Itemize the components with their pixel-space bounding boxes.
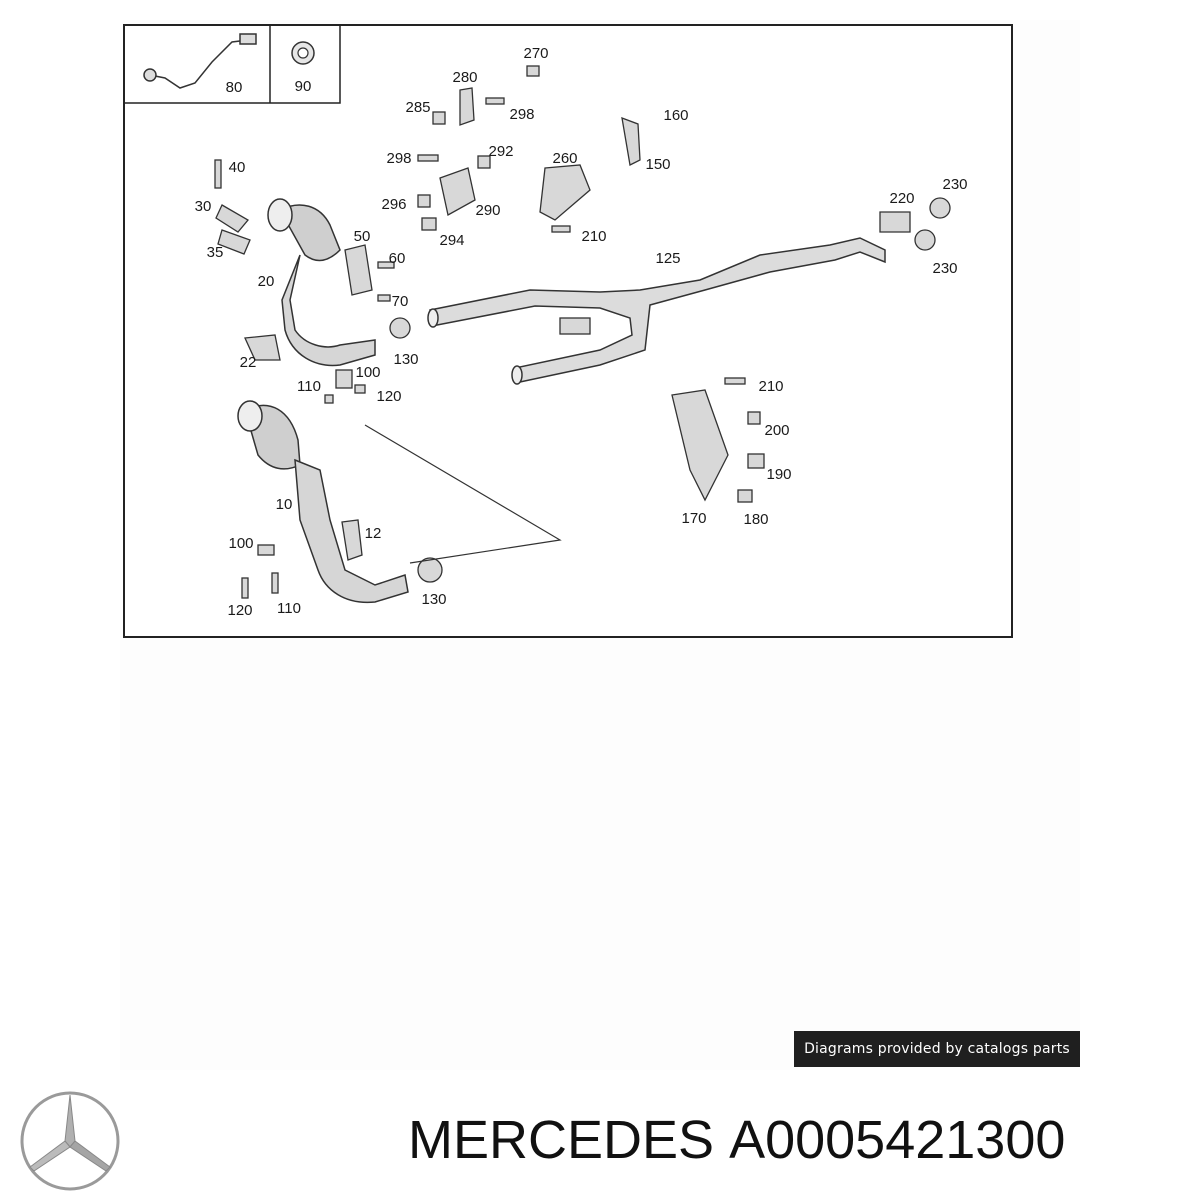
callout-120-lower: 120	[227, 602, 252, 619]
mercedes-star-logo-icon	[20, 1091, 120, 1191]
callout-10: 10	[276, 496, 293, 513]
callout-20: 20	[258, 273, 275, 290]
callout-170: 170	[681, 510, 706, 527]
callout-30: 30	[195, 198, 212, 215]
diagram-credit-banner: Diagrams provided by catalogs parts	[794, 1031, 1080, 1067]
callout-90: 90	[295, 78, 312, 95]
callout-12: 12	[365, 525, 382, 542]
leader-line	[364, 424, 562, 564]
callout-280: 280	[452, 69, 477, 86]
part-90-seal-ring	[291, 41, 315, 65]
callout-110-upper: 110	[297, 378, 321, 395]
callout-298-upper: 298	[509, 106, 534, 123]
callout-180: 180	[743, 511, 768, 528]
callout-292: 292	[488, 143, 513, 160]
callout-296: 296	[381, 196, 406, 213]
callout-100-lower: 100	[228, 535, 253, 552]
callout-298-lower: 298	[386, 150, 411, 167]
part-80-oxygen-sensor	[143, 33, 257, 89]
callout-190: 190	[766, 466, 791, 483]
callout-130-upper: 130	[393, 351, 418, 368]
callout-130-lower: 130	[421, 591, 446, 608]
callout-230-upper: 230	[942, 176, 967, 193]
brand-name: MERCEDES	[408, 1110, 715, 1170]
callout-125: 125	[655, 250, 680, 267]
callout-260: 260	[552, 150, 577, 167]
callout-22: 22	[240, 354, 257, 371]
hardware-parts	[214, 65, 951, 599]
callout-285: 285	[405, 99, 430, 116]
callout-210-upper: 210	[581, 228, 606, 245]
callout-294: 294	[439, 232, 464, 249]
inset-box-frame	[124, 25, 341, 104]
callout-230-lower: 230	[932, 260, 957, 277]
part-20-catalytic-converter	[267, 198, 376, 367]
part-title: MERCEDES A0005421300	[408, 1108, 1065, 1172]
callout-110-lower: 110	[277, 600, 301, 617]
callout-290: 290	[475, 202, 500, 219]
part-number: A0005421300	[729, 1110, 1066, 1170]
callout-50: 50	[354, 228, 371, 245]
callout-220: 220	[889, 190, 914, 207]
callout-270: 270	[523, 45, 548, 62]
part-125-y-pipe	[427, 237, 886, 385]
callout-210-lower: 210	[758, 378, 783, 395]
callout-35: 35	[207, 244, 224, 261]
callout-60: 60	[389, 250, 406, 267]
callout-80: 80	[226, 79, 243, 96]
callout-150: 150	[645, 156, 670, 173]
callout-40: 40	[229, 159, 246, 176]
callout-200: 200	[764, 422, 789, 439]
callout-100-upper: 100	[355, 364, 380, 381]
callout-70: 70	[392, 293, 409, 310]
callout-160: 160	[663, 107, 688, 124]
part-10-catalytic-converter	[237, 400, 409, 604]
callout-120-upper: 120	[376, 388, 401, 405]
